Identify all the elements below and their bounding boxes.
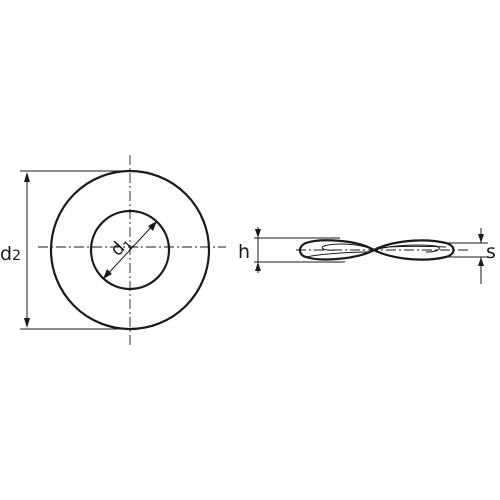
left-lobe-lower-edge	[305, 251, 369, 258]
s-arrow-bottom	[478, 257, 484, 266]
h-arrow-bottom	[255, 262, 261, 271]
inner-circle	[89, 209, 171, 291]
d2-arrow-top	[24, 172, 30, 182]
right-lobe-upper-edge	[375, 245, 447, 249]
d1-arrow-lower	[103, 269, 112, 279]
left-lobe-inner	[321, 243, 373, 251]
s-arrow-top	[478, 234, 484, 243]
d2-arrow-bottom	[24, 318, 30, 328]
front-view: d2 d1	[0, 155, 226, 345]
h-label: h	[238, 241, 250, 263]
d2-label: d2	[0, 243, 21, 265]
h-arrow-top	[255, 229, 261, 238]
d1-arrow-upper	[148, 221, 157, 231]
d1-dimension-line	[104, 222, 156, 278]
s-label: s	[486, 241, 496, 263]
d1-label: d1	[106, 232, 137, 263]
side-view: h s	[238, 227, 496, 284]
